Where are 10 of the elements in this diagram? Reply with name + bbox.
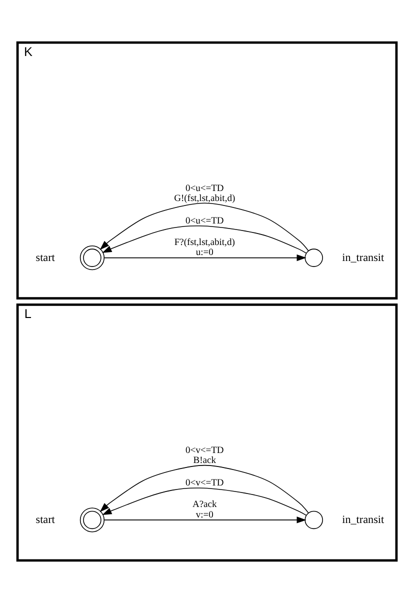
node-label: start bbox=[36, 252, 55, 264]
edge-label: 0<u<=TD bbox=[185, 216, 224, 226]
edge-label: A?ack v:=0 bbox=[192, 500, 217, 520]
node-label: in_transit bbox=[342, 514, 384, 526]
edge-label: F?(fst,lst,abit,d) u:=0 bbox=[174, 238, 235, 258]
edge-label: 0<v<=TD B!ack bbox=[185, 446, 224, 466]
edge-label: 0<u<=TD G!(fst,lst,abit,d) bbox=[174, 184, 236, 204]
node-label: in_transit bbox=[342, 252, 384, 264]
node-label: start bbox=[36, 514, 55, 526]
edge-label: 0<v<=TD bbox=[185, 478, 224, 488]
